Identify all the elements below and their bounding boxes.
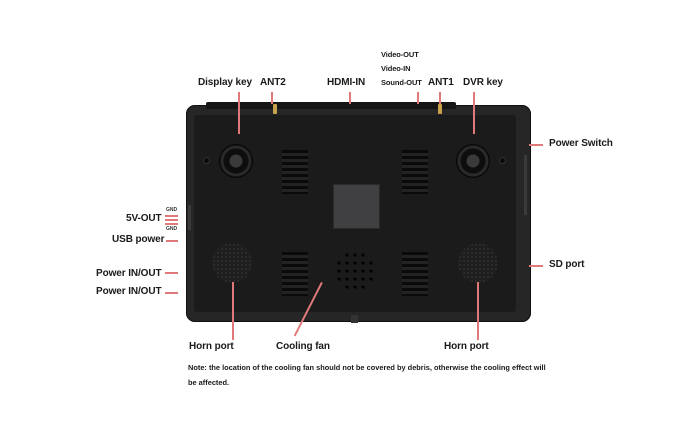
label-gnd-bottom: GND [166, 226, 178, 232]
label-video-out: Video-OUT [381, 50, 419, 59]
sd-slot [524, 155, 527, 215]
label-power-in-out-2: Power IN/OUT [96, 286, 162, 297]
top-port-strip [206, 102, 456, 109]
callout-line [166, 240, 178, 242]
label-horn-port-right: Horn port [444, 341, 489, 352]
vent-grille [282, 150, 308, 194]
callout-line [349, 92, 351, 104]
dvr-key-knob [456, 144, 490, 178]
rear-cover [194, 115, 516, 312]
label-usb-power: USB power [112, 234, 165, 245]
label-dvr-key: DVR key [463, 77, 503, 88]
label-gnd-top: GND [166, 207, 178, 213]
label-horn-port-left: Horn port [189, 341, 234, 352]
horn-speaker-right [458, 243, 498, 283]
label-ant2: ANT2 [260, 77, 286, 88]
label-sticker [333, 184, 380, 229]
callout-line [439, 92, 441, 104]
callout-line [529, 144, 543, 146]
callout-line [165, 272, 178, 274]
callout-line [473, 92, 475, 134]
callout-line [165, 223, 178, 225]
label-cooling-fan: Cooling fan [276, 341, 330, 352]
label-hdmi-in: HDMI-IN [327, 77, 366, 88]
callout-line [417, 92, 419, 104]
callout-line [165, 292, 178, 294]
label-power-in-out-1: Power IN/OUT [96, 268, 162, 279]
ant1-connector [438, 104, 442, 114]
label-ant1: ANT1 [428, 77, 454, 88]
callout-line [271, 92, 273, 104]
label-sd-port: SD port [549, 259, 585, 270]
callout-line [165, 219, 178, 221]
cooling-fan-grille [335, 251, 375, 291]
callout-line [232, 282, 234, 340]
label-sound-out: Sound-OUT [381, 78, 422, 87]
vent-grille [402, 252, 428, 296]
left-side-ports [188, 205, 191, 230]
ant2-connector [273, 104, 277, 114]
cooling-fan-note: Note: the location of the cooling fan sh… [188, 363, 546, 387]
callout-line [477, 282, 479, 340]
horn-speaker-left [212, 243, 252, 283]
callout-line [238, 92, 240, 134]
label-display-key: Display key [198, 77, 252, 88]
callout-line [165, 215, 178, 217]
callout-line [529, 265, 543, 267]
label-power-switch: Power Switch [549, 138, 613, 149]
vent-grille [282, 252, 308, 296]
screw [204, 158, 209, 163]
label-video-in: Video-IN [381, 64, 411, 73]
screw [500, 158, 505, 163]
label-5v-out: 5V-OUT [126, 213, 162, 224]
device-back-panel [186, 102, 531, 323]
bottom-clip [351, 315, 358, 323]
vent-grille [402, 150, 428, 194]
display-key-knob [219, 144, 253, 178]
